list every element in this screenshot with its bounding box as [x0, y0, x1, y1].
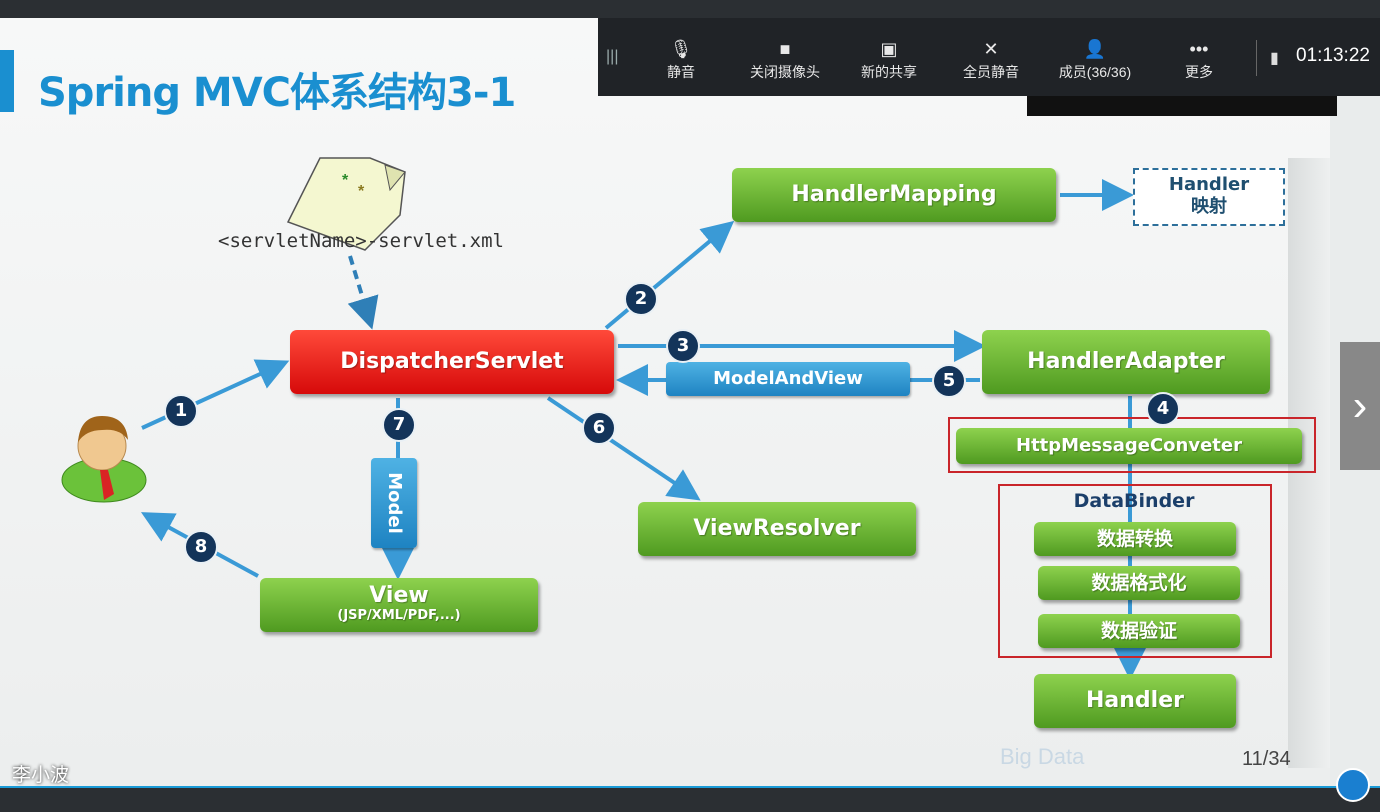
signal-icon: ▮	[1270, 50, 1279, 67]
step-badge-8: 8	[184, 530, 218, 564]
more-button[interactable]: ••• 更多	[1154, 36, 1244, 82]
mute-all-icon: ✕	[983, 39, 999, 59]
view-label: View	[369, 583, 429, 608]
toolbar-drag-handle[interactable]: |||	[606, 48, 619, 65]
stop-camera-label: 关闭摄像头	[750, 64, 820, 80]
step-badge-6: 6	[582, 411, 616, 445]
microphone-icon: 🎙	[669, 39, 693, 59]
databinder-highlight-frame	[998, 484, 1272, 658]
slide-title: Spring MVC体系结构3-1	[38, 70, 516, 116]
data-validation-box: 数据验证	[1038, 614, 1240, 648]
handler-map-box: Handler 映射	[1133, 168, 1285, 226]
slide-watermark: Big Data	[1000, 744, 1085, 769]
window-top-strip	[0, 0, 1380, 18]
toolbar-shadow-panel	[1027, 96, 1337, 116]
handler-map-label-2: 映射	[1191, 196, 1227, 217]
view-box: View (JSP/XML/PDF,...)	[260, 578, 538, 632]
meeting-toolbar: ||| 🎙 静音 ■ 关闭摄像头 ▣ 新的共享 ✕ 全员静音 👤 成员(36/3…	[598, 18, 1380, 96]
http-message-converter-box: HttpMessageConveter	[956, 428, 1302, 464]
databinder-title: DataBinder	[1073, 490, 1195, 512]
user-avatar-icon	[61, 416, 147, 503]
svg-text:*: *	[342, 172, 349, 189]
view-resolver-box: ViewResolver	[638, 502, 916, 556]
svg-text:*: *	[358, 183, 365, 200]
new-share-label: 新的共享	[861, 64, 917, 80]
step-badge-7: 7	[382, 408, 416, 442]
config-file-label: <servletName>-servlet.xml	[218, 230, 504, 252]
members-label: 成员(36/36)	[1058, 64, 1132, 80]
converter-highlight-frame	[948, 417, 1316, 473]
step-badge-4: 4	[1146, 392, 1180, 426]
toolbar-divider	[1256, 40, 1257, 76]
xml-file-icon: * *	[286, 157, 406, 251]
step-badge-1: 1	[164, 394, 198, 428]
data-conversion-box: 数据转换	[1034, 522, 1236, 556]
model-and-view-box: ModelAndView	[666, 362, 910, 396]
new-share-button[interactable]: ▣ 新的共享	[844, 36, 934, 82]
more-icon: •••	[1189, 39, 1209, 59]
handler-box: Handler	[1034, 674, 1236, 728]
meeting-timer: 01:13:22	[1296, 45, 1370, 66]
mute-label: 静音	[667, 64, 695, 80]
screen-share-icon: ▣	[880, 39, 898, 59]
model-label: Model	[384, 472, 405, 534]
view-sub-label: (JSP/XML/PDF,...)	[337, 608, 461, 623]
chevron-right-icon: ›	[1352, 381, 1368, 430]
members-button[interactable]: 👤 成员(36/36)	[1050, 36, 1140, 82]
slide-page-number: 11/34	[1242, 748, 1291, 770]
model-box: Model	[371, 458, 417, 548]
next-slide-button[interactable]: ›	[1340, 342, 1380, 470]
data-formatting-box: 数据格式化	[1038, 566, 1240, 600]
mute-button[interactable]: 🎙 静音	[636, 36, 726, 82]
mute-all-label: 全员静音	[963, 64, 1019, 80]
more-label: 更多	[1185, 64, 1213, 80]
window-bottom-strip	[0, 788, 1380, 812]
mute-all-button[interactable]: ✕ 全员静音	[946, 36, 1036, 82]
members-icon: 👤	[1083, 39, 1107, 59]
chat-bubble-icon[interactable]	[1336, 768, 1370, 802]
camera-icon: ■	[779, 39, 791, 59]
title-accent-bar	[0, 50, 14, 112]
handler-adapter-box: HandlerAdapter	[982, 330, 1270, 394]
handler-mapping-box: HandlerMapping	[732, 168, 1056, 222]
step-badge-5: 5	[932, 364, 966, 398]
step-badge-3: 3	[666, 329, 700, 363]
stop-camera-button[interactable]: ■ 关闭摄像头	[740, 36, 830, 82]
step-badge-2: 2	[624, 282, 658, 316]
handler-map-label-1: Handler	[1168, 174, 1250, 195]
presenter-name: 李小波	[12, 765, 70, 786]
dispatcher-servlet-box: DispatcherServlet	[290, 330, 614, 394]
